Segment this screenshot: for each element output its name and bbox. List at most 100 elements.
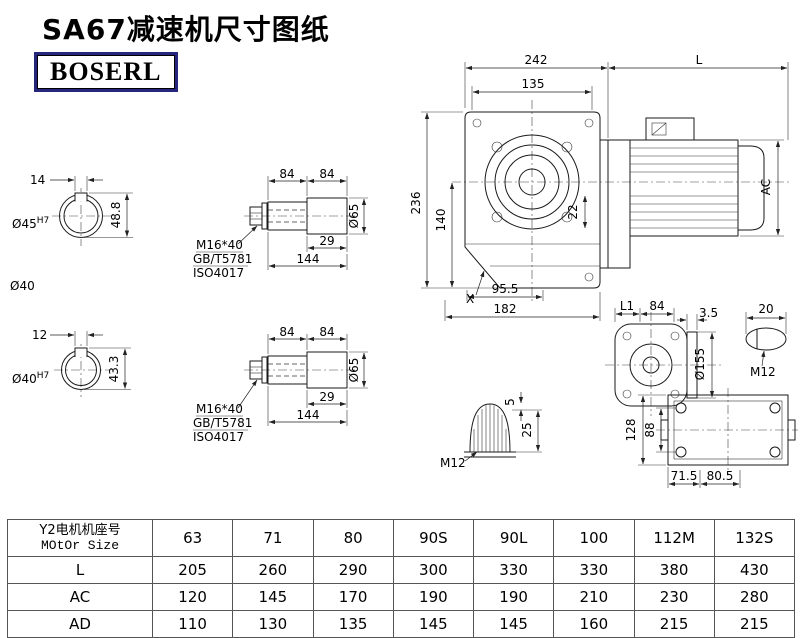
size-cell: 90L bbox=[472, 519, 555, 557]
header-en: MOtOr Size bbox=[40, 537, 119, 553]
boserl-logo: BOSERL bbox=[34, 52, 178, 92]
dim-axis-height: 140 bbox=[434, 209, 448, 232]
value-cell: 330 bbox=[553, 556, 635, 584]
bore-value: Ø40 bbox=[12, 372, 37, 386]
motor-body bbox=[629, 139, 739, 237]
bolt-spec: M16*40 bbox=[196, 238, 243, 252]
table-row-AC: AC 120 145 170 190 190 210 230 280 bbox=[7, 583, 796, 611]
value-cell: 205 bbox=[151, 556, 234, 584]
value-cell: 280 bbox=[713, 583, 796, 611]
value-cell: 380 bbox=[633, 556, 715, 584]
slant-face-label: X bbox=[466, 292, 474, 306]
standard-iso: ISO4017 bbox=[193, 266, 244, 280]
value-cell: 120 bbox=[151, 583, 234, 611]
dim-key-height: 48.8 bbox=[109, 202, 123, 229]
value-cell: 145 bbox=[472, 610, 555, 638]
size-cell: 80 bbox=[312, 519, 394, 557]
dim-diameter: Ø65 bbox=[347, 358, 361, 383]
alt-bore-label: Ø40 bbox=[10, 279, 35, 293]
dim-keyway-width: 14 bbox=[30, 173, 45, 187]
size-cell: 63 bbox=[151, 519, 234, 557]
standard-gb: GB/T5781 bbox=[193, 416, 252, 430]
standard-iso: ISO4017 bbox=[193, 430, 244, 444]
motor-size-header-cell: Y2电机机座号 MOtOr Size bbox=[7, 519, 153, 557]
dim-flange-diameter: Ø155 bbox=[693, 348, 707, 380]
thread-label: M12 bbox=[440, 456, 466, 470]
page-title: SA67减速机尺寸图纸 bbox=[42, 13, 330, 46]
size-cell: 132S bbox=[713, 519, 796, 557]
value-cell: 430 bbox=[713, 556, 796, 584]
value-cell: 290 bbox=[312, 556, 394, 584]
dim-hole-spacing-v: 88 bbox=[643, 422, 657, 437]
dim-bore-label: Ø40H7 bbox=[12, 371, 49, 386]
dim-seg2: 84 bbox=[319, 167, 334, 181]
table-row-AD: AD 110 130 135 145 145 160 215 215 bbox=[7, 610, 796, 638]
dim-key-length: 29 bbox=[319, 390, 334, 404]
row-label: L bbox=[7, 556, 153, 584]
dim-plug-height: 25 bbox=[520, 422, 534, 437]
size-cell: 71 bbox=[232, 519, 314, 557]
value-cell: 135 bbox=[312, 610, 394, 638]
header-cn: Y2电机机座号 bbox=[39, 522, 121, 538]
value-cell: 130 bbox=[232, 610, 314, 638]
value-cell: 230 bbox=[633, 583, 715, 611]
value-cell: 215 bbox=[713, 610, 796, 638]
dim-seg1: 84 bbox=[279, 325, 294, 339]
value-cell: 145 bbox=[232, 583, 314, 611]
dim-total-length: 144 bbox=[297, 408, 320, 422]
dim-overall-width: 242 bbox=[525, 53, 548, 67]
value-cell: 110 bbox=[151, 610, 234, 638]
dim-seg2: 84 bbox=[319, 325, 334, 339]
dim-foot-width: 182 bbox=[494, 302, 517, 316]
dim-hole-offset-1: 71.5 bbox=[671, 469, 698, 483]
plug-view: 5 25 M12 bbox=[440, 392, 542, 470]
value-cell: 190 bbox=[392, 583, 475, 611]
bolt-spec: M16*40 bbox=[196, 402, 243, 416]
value-cell: 330 bbox=[472, 556, 555, 584]
side-view: L1 84 3.5 Ø155 20 M12 bbox=[605, 299, 787, 416]
dim-keyway-width: 12 bbox=[32, 328, 47, 342]
row-label: AD bbox=[7, 610, 153, 638]
value-cell: 300 bbox=[392, 556, 475, 584]
dim-overall-height: 236 bbox=[409, 192, 423, 215]
thread-label: M12 bbox=[750, 365, 776, 379]
dim-total-length: 144 bbox=[297, 252, 320, 266]
gearbox-housing bbox=[464, 111, 601, 289]
terminal-box bbox=[645, 117, 695, 141]
dim-flange-width: 135 bbox=[522, 77, 545, 91]
dim-flange-thickness: 3.5 bbox=[699, 306, 718, 320]
dim-key-height: 43.3 bbox=[107, 356, 121, 383]
dim-bolt-length: 20 bbox=[758, 302, 773, 316]
technical-drawing: 14 Ø45H7 48.8 Ø40 12 Ø40H7 43.3 bbox=[10, 53, 798, 488]
output-flange bbox=[686, 331, 698, 399]
front-view: 242 L 135 236 140 22 AC 95.5 182 bbox=[409, 53, 790, 321]
dim-key: 22 bbox=[566, 204, 580, 219]
motor-size-table: Y2电机机座号 MOtOr Size 63 71 80 90S 90L 100 … bbox=[7, 519, 796, 638]
bore-value: Ø45 bbox=[12, 217, 37, 231]
dim-hole-offset-2: 80.5 bbox=[707, 469, 734, 483]
value-cell: 260 bbox=[232, 556, 314, 584]
size-cell: 112M bbox=[633, 519, 715, 557]
bolt-head bbox=[745, 327, 787, 351]
size-cell: 100 bbox=[553, 519, 635, 557]
standard-gb: GB/T5781 bbox=[193, 252, 252, 266]
value-cell: 215 bbox=[633, 610, 715, 638]
shaft-side-view-1: 84 84 29 144 Ø65 M16*40 GB/T5781 ISO4017 bbox=[193, 167, 368, 280]
dim-motor-diameter: AC bbox=[759, 179, 773, 195]
table-row-L: L 205 260 290 300 330 330 380 430 bbox=[7, 556, 796, 584]
table-header-row: Y2电机机座号 MOtOr Size 63 71 80 90S 90L 100 … bbox=[7, 519, 796, 557]
bore-tolerance: H7 bbox=[37, 216, 50, 226]
size-cell: 90S bbox=[392, 519, 475, 557]
value-cell: 210 bbox=[553, 583, 635, 611]
dim-bore-label: Ø45H7 bbox=[12, 216, 49, 231]
shaft-end-view-2: 12 Ø40H7 43.3 bbox=[12, 328, 131, 397]
value-cell: 160 bbox=[553, 610, 635, 638]
value-cell: 145 bbox=[392, 610, 475, 638]
bore-tolerance: H7 bbox=[37, 371, 50, 381]
row-label: AC bbox=[7, 583, 153, 611]
dim-key-length: 29 bbox=[319, 234, 334, 248]
value-cell: 190 bbox=[472, 583, 555, 611]
bottom-view: 128 88 71.5 80.5 bbox=[624, 388, 798, 488]
dim-84: 84 bbox=[649, 299, 664, 313]
dim-seg1: 84 bbox=[279, 167, 294, 181]
